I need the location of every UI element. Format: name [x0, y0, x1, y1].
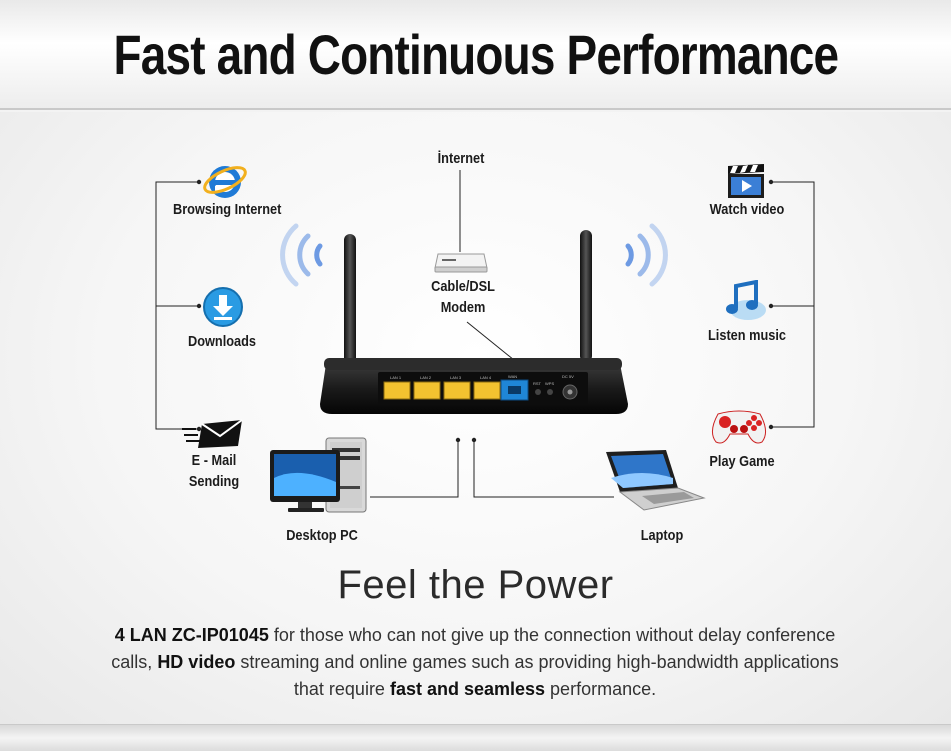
laptop-icon	[606, 450, 706, 511]
port-label-rst: RST	[533, 381, 542, 386]
wifi-signal-right-icon	[625, 223, 668, 287]
play-game-label: Play Game	[709, 453, 775, 470]
video-clapper-icon	[728, 164, 764, 198]
laptop-label: Laptop	[640, 527, 684, 544]
modem-label-line2: Modem	[440, 299, 486, 316]
downloads-label: Downloads	[187, 333, 256, 350]
download-icon	[203, 287, 243, 327]
description-text-1: for those who can not give up the connec…	[111, 625, 836, 672]
footer-bar	[0, 724, 951, 751]
music-note-icon	[726, 280, 766, 320]
gamepad-icon	[712, 410, 766, 444]
product-name-bold: 4 LAN ZC-IP01045	[114, 625, 269, 645]
email-icon	[182, 419, 243, 448]
browsing-internet-label: Browsing Internet	[173, 201, 282, 218]
description-text-2: streaming and online games such as provi…	[235, 652, 839, 699]
port-label-lan2: LAN 2	[420, 375, 432, 380]
fast-seamless-bold: fast and seamless	[389, 679, 546, 699]
power-heading: Feel the Power	[337, 563, 614, 607]
header: Fast and Continuous Performance	[0, 0, 951, 110]
modem-icon	[434, 253, 488, 273]
internet-label: İnternet	[437, 150, 485, 167]
email-label-line2: Sending	[188, 473, 240, 490]
page-title: Fast and Continuous Performance	[113, 22, 839, 86]
modem-label: Cable/DSL Modem	[425, 276, 502, 318]
desktop-pc-label: Desktop PC	[286, 527, 358, 544]
wifi-signal-left-icon	[280, 223, 323, 287]
email-label-line1: E - Mail	[191, 452, 237, 469]
desktop-pc-icon	[270, 437, 367, 513]
port-label-lan3: LAN 3	[450, 375, 462, 380]
port-label-lan1: LAN 1	[390, 375, 402, 380]
listen-music-label: Listen music	[708, 327, 786, 344]
port-label-lan4: LAN 4	[480, 375, 492, 380]
email-label: E - Mail Sending	[180, 450, 248, 492]
port-label-wan: WAN	[508, 374, 517, 379]
power-description: 4 LAN ZC-IP01045 for those who can not g…	[110, 622, 840, 703]
router-icon: LAN 1 LAN 2 LAN 3 LAN 4 WAN RST WPS DC 5…	[320, 230, 628, 414]
hd-video-bold: HD video	[157, 652, 236, 672]
description-text-3: performance.	[545, 679, 657, 699]
port-label-dc: DC 5V	[562, 374, 574, 379]
modem-label-line1: Cable/DSL	[431, 278, 495, 295]
diagram-stage	[0, 112, 951, 724]
port-label-wps: WPS	[545, 381, 554, 386]
watch-video-label: Watch video	[709, 201, 785, 218]
browser-icon	[203, 166, 247, 198]
